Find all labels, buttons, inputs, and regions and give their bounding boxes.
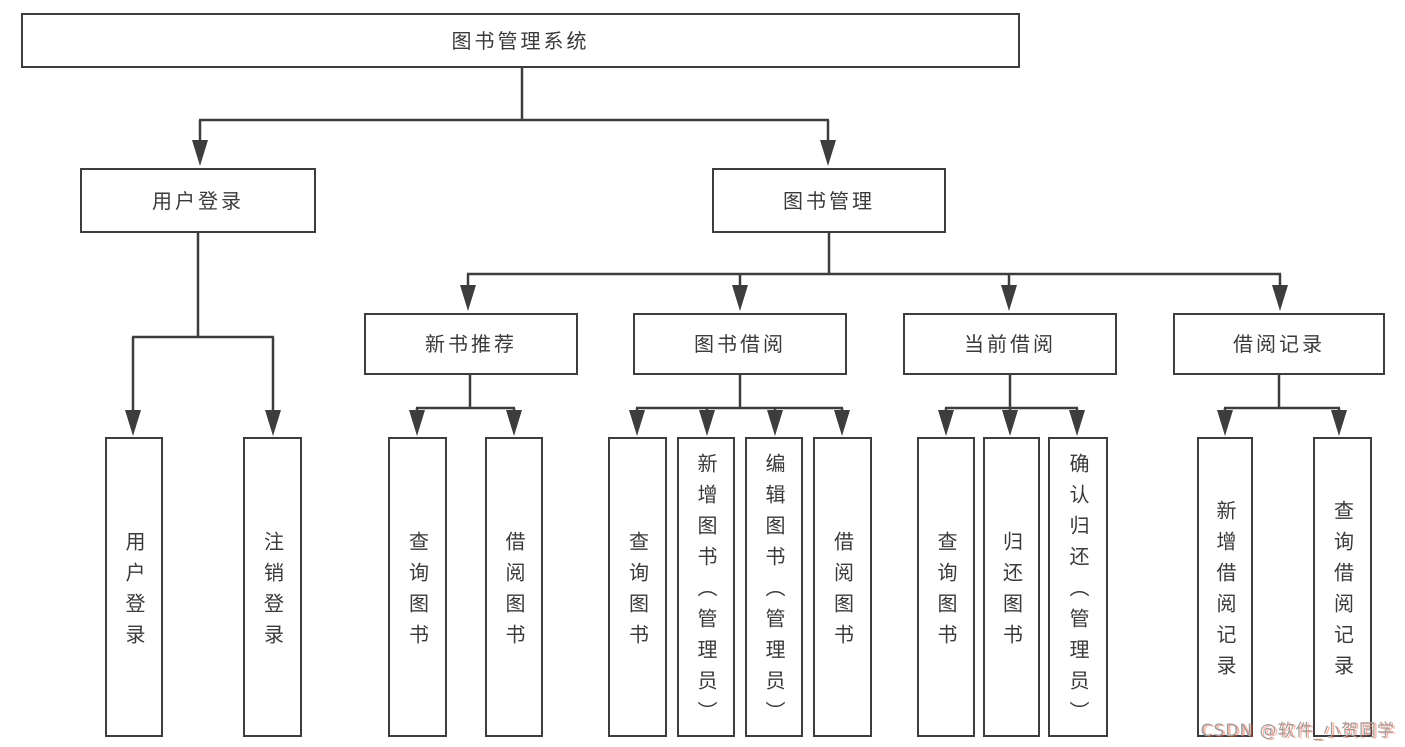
node-label: 图书管理系统 xyxy=(451,28,590,53)
arrow-down-icon xyxy=(732,285,748,311)
leaf-user-login: 用户登录 xyxy=(105,437,163,737)
node-label: 查询借阅记录 xyxy=(1330,499,1355,686)
node-label: 查询图书 xyxy=(625,530,650,655)
leaf-query-books-current: 查询图书 xyxy=(917,437,975,737)
node-label: 注销登录 xyxy=(260,530,285,655)
node-label: 编辑图书（管理员） xyxy=(762,453,786,732)
arrow-down-icon xyxy=(834,410,850,436)
arrow-down-icon xyxy=(1331,410,1347,436)
leaf-return-book: 归还图书 xyxy=(983,437,1040,737)
node-root-book-management-system: 图书管理系统 xyxy=(21,13,1020,68)
node-label: 用户登录 xyxy=(122,530,146,655)
node-label: 查询图书 xyxy=(934,530,958,655)
node-label: 当前借阅 xyxy=(964,332,1056,356)
arrow-down-icon xyxy=(192,140,208,166)
arrow-down-icon xyxy=(1217,410,1233,436)
arrow-down-icon xyxy=(409,410,425,436)
leaf-borrow-books-borrowing: 借阅图书 xyxy=(813,437,872,737)
node-label: 借阅图书 xyxy=(830,530,855,655)
arrow-down-icon xyxy=(1069,410,1085,436)
node-label: 新增借阅记录 xyxy=(1213,499,1237,686)
node-current-borrowing: 当前借阅 xyxy=(903,313,1117,375)
arrow-down-icon xyxy=(506,410,522,436)
arrowheads xyxy=(125,140,1347,436)
leaf-add-borrow-record: 新增借阅记录 xyxy=(1197,437,1253,737)
leaf-confirm-return-admin: 确认归还（管理员） xyxy=(1048,437,1108,737)
leaf-edit-book-admin: 编辑图书（管理员） xyxy=(745,437,803,737)
node-book-borrowing: 图书借阅 xyxy=(633,313,847,375)
arrow-down-icon xyxy=(820,140,836,166)
arrow-down-icon xyxy=(460,285,476,311)
arrow-down-icon xyxy=(125,410,141,436)
node-label: 新书推荐 xyxy=(425,332,517,356)
leaf-borrow-books-recommend: 借阅图书 xyxy=(485,437,543,737)
arrow-down-icon xyxy=(938,410,954,436)
node-book-management: 图书管理 xyxy=(712,168,946,233)
node-label: 确认归还（管理员） xyxy=(1066,453,1090,732)
arrow-down-icon xyxy=(1272,285,1288,311)
node-label: 用户登录 xyxy=(152,188,244,213)
arrow-down-icon xyxy=(265,410,281,436)
arrow-down-icon xyxy=(699,410,715,436)
node-label: 归还图书 xyxy=(999,530,1024,655)
node-label: 图书借阅 xyxy=(694,332,786,356)
arrow-down-icon xyxy=(629,410,645,436)
arrow-down-icon xyxy=(1002,410,1018,436)
node-user-login: 用户登录 xyxy=(80,168,316,233)
arrow-down-icon xyxy=(1001,285,1017,311)
leaf-query-borrow-record: 查询借阅记录 xyxy=(1313,437,1372,737)
node-new-book-recommendation: 新书推荐 xyxy=(364,313,578,375)
node-label: 新增图书（管理员） xyxy=(694,453,718,732)
node-label: 借阅图书 xyxy=(502,530,526,655)
node-label: 查询图书 xyxy=(405,530,430,655)
leaf-query-books-recommend: 查询图书 xyxy=(388,437,447,737)
csdn-watermark: CSDN @软件_小贺同学 xyxy=(1200,721,1395,741)
arrow-down-icon xyxy=(767,410,783,436)
leaf-add-book-admin: 新增图书（管理员） xyxy=(677,437,735,737)
node-borrowing-records: 借阅记录 xyxy=(1173,313,1385,375)
leaf-query-books-borrowing: 查询图书 xyxy=(608,437,667,737)
node-label: 图书管理 xyxy=(783,188,875,213)
leaf-logout: 注销登录 xyxy=(243,437,302,737)
node-label: 借阅记录 xyxy=(1233,332,1325,356)
